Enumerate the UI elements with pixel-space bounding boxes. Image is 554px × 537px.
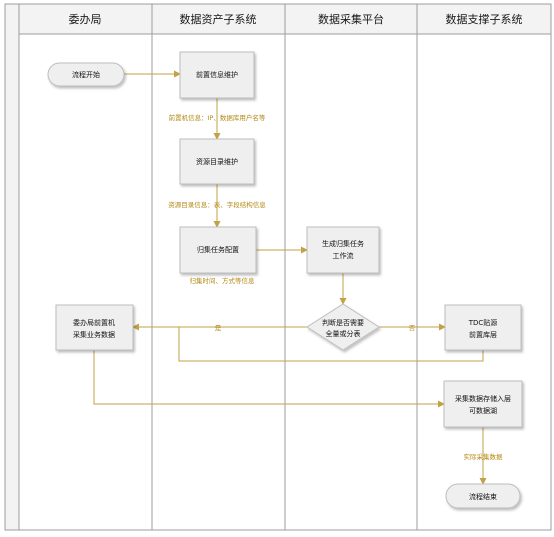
lane-title-asset-subsystem: 数据资产子系统 [180,12,257,26]
label-catalog-info: 资源目录信息：表、字段结构信息 [168,200,266,209]
tdc-db-label-line1: TDC贴源 [468,318,498,327]
office-prep-label-line2: 采集业务数据 [73,330,115,339]
tdc-db-node: TDC贴源 前置库层 [444,304,522,351]
label-schedule-info: 归集时间、方式等信息 [190,276,256,285]
label-prep-info: 前置机信息：IP、数据库用户名等 [169,113,266,122]
task-config-label: 归集任务配置 [197,245,239,254]
prep-maintain-node: 前置信息维护 [179,51,255,99]
catalog-maintain-label: 资源目录维护 [196,157,238,166]
lane-gutter [4,3,20,531]
lane-title-support-subsystem: 数据支撑子系统 [446,12,523,26]
gen-task-label-line1: 生成归集任务 [322,239,364,248]
store-node: 采集数据存储入层 可数据湖 [443,380,523,428]
end-node-label: 流程结束 [469,492,497,501]
label-actual-data: 实际采集数据 [464,452,504,461]
store-label-line2: 可数据湖 [469,406,497,415]
start-node-label: 流程开始 [72,70,100,79]
label-no: 否 [409,324,416,332]
swimlane-frame [4,3,552,531]
catalog-maintain-node: 资源目录维护 [179,138,255,185]
start-node: 流程开始 [47,62,125,87]
decision-label-line1: 判断是否需要 [322,318,364,327]
gen-task-node: 生成归集任务 工作流 [306,226,380,274]
decision-label-line2: 全量或分表 [326,329,361,338]
store-label-line1: 采集数据存储入层 [455,394,511,403]
office-prep-label-line1: 委办局前置机 [73,318,115,327]
lane-title-collection-platform: 数据采集平台 [318,12,384,26]
tdc-db-label-line2: 前置库层 [469,330,497,339]
task-config-node: 归集任务配置 [179,226,257,274]
end-node: 流程结束 [445,483,521,509]
prep-maintain-label: 前置信息维护 [196,70,238,79]
label-yes: 是 [215,324,222,332]
gen-task-label-line2: 工作流 [333,251,354,260]
edge-office-to-store [93,350,445,408]
office-prep-node: 委办局前置机 采集业务数据 [55,304,134,351]
lane-title-office: 委办局 [69,13,102,26]
decision-node: 判断是否需要 全量或分表 [306,303,380,351]
edge-tdc-loop [178,327,484,362]
